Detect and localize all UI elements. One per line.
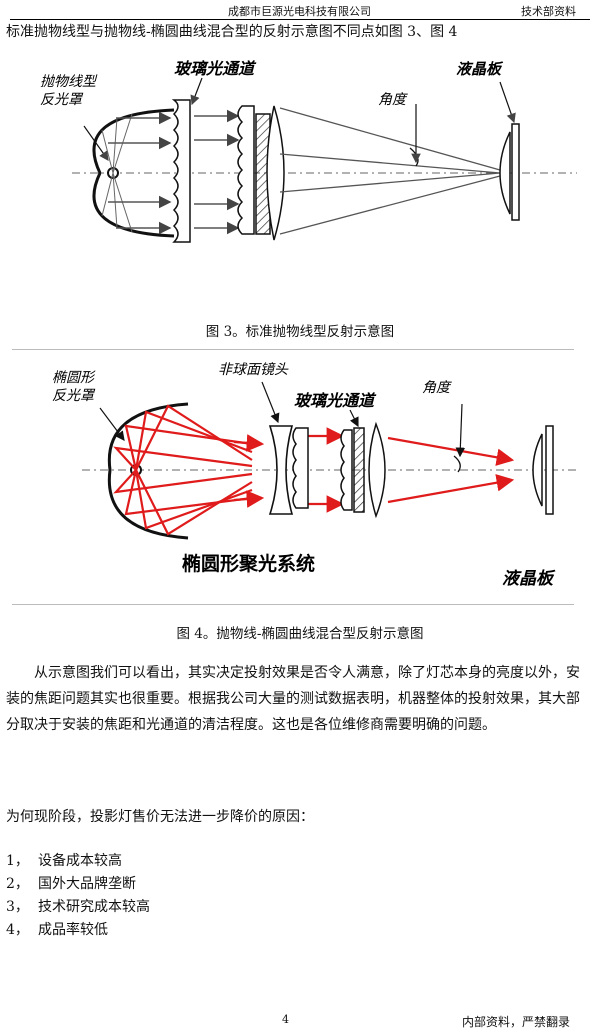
list-item: 2， 国外大品牌垄断	[6, 873, 150, 896]
list-item: 4， 成品率较低	[6, 919, 150, 942]
figure-bottom-rule	[12, 604, 574, 605]
fig4-label-glass-channel: 玻璃光通道	[294, 391, 377, 410]
fig3-label-lcd: 液晶板	[456, 60, 504, 78]
fig4-rays	[113, 404, 253, 536]
fig4-label-aspheric: 非球面镜头	[218, 362, 289, 378]
fig3-label-angle: 角度	[378, 92, 408, 108]
fig4-label-lcd: 液晶板	[502, 569, 556, 589]
list-item: 1， 设备成本较高	[6, 850, 150, 873]
figure-3-diagram: 抛物线型 反光罩 玻璃光通道 液晶板 角度	[40, 59, 577, 243]
condenser-lens-4	[368, 421, 386, 519]
fresnel-plate-2	[237, 105, 255, 235]
fig3-label-reflector-2: 反光罩	[40, 92, 84, 108]
hatched-filter-4	[353, 427, 365, 513]
lcd-panel	[511, 123, 520, 221]
reasons-heading: 为何现阶段，投影灯售价无法进一步降价的原因：	[6, 809, 314, 825]
list-number: 4，	[6, 922, 29, 938]
figure-4-caption: 图 4。抛物线-椭圆曲线混合型反射示意图	[176, 626, 424, 642]
fresnel-plate	[171, 99, 191, 243]
fig3-label-reflector-1: 抛物线型	[40, 74, 98, 90]
list-text: 技术研究成本较高	[38, 899, 150, 915]
lcd-lens-4	[532, 433, 543, 507]
fresnel-plate-4	[292, 427, 309, 509]
fig4-label-reflector-1: 椭圆形	[52, 370, 96, 386]
list-text: 设备成本较高	[38, 853, 122, 869]
header-section: 技术部资料	[521, 5, 576, 18]
list-number: 3，	[6, 899, 29, 915]
figure-3-caption: 图 3。标准抛物线型反射示意图	[205, 324, 395, 340]
condenser-lens	[266, 105, 285, 241]
list-number: 2，	[6, 876, 29, 892]
fig4-label-angle: 角度	[422, 380, 452, 396]
body-paragraph: 从示意图我们可以看出，其实决定投射效果是否令人满意，除了灯芯本身的亮度以外，安装…	[6, 665, 580, 733]
aspheric-lens	[268, 425, 294, 515]
figure-4-diagram: 椭圆形 反光罩 非球面镜头 玻璃光通道 角度 椭圆形聚光系统 液晶板	[52, 362, 577, 589]
footer-note: 内部资料，严禁翻录	[461, 1015, 570, 1029]
fig3-label-glass-channel: 玻璃光通道	[174, 59, 257, 78]
header-rule	[10, 19, 590, 20]
list-number: 1，	[6, 853, 29, 869]
header-company: 成都市巨源光电科技有限公司	[228, 5, 371, 18]
lcd-panel-4	[545, 425, 554, 515]
intro-text: 标准抛物线型与抛物线-椭圆曲线混合型的反射示意图不同点如图 3、图 4	[6, 24, 458, 40]
fig3-cone	[279, 107, 501, 235]
figure-divider	[12, 349, 574, 350]
list-text: 国外大品牌垄断	[38, 876, 136, 892]
lcd-lens	[499, 131, 511, 215]
list-text: 成品率较低	[38, 922, 108, 938]
fig3-rays	[108, 109, 240, 235]
page-number: 4	[282, 1013, 289, 1026]
list-item: 3， 技术研究成本较高	[6, 896, 150, 919]
ellipse-reflector	[107, 402, 189, 540]
fig4-label-reflector-2: 反光罩	[52, 388, 96, 404]
fig4-label-system: 椭圆形聚光系统	[182, 552, 315, 575]
reasons-list: 1， 设备成本较高 2， 国外大品牌垄断 3， 技术研究成本较高 4， 成品率较低	[6, 850, 150, 942]
fresnel-plate-4b	[340, 429, 353, 511]
